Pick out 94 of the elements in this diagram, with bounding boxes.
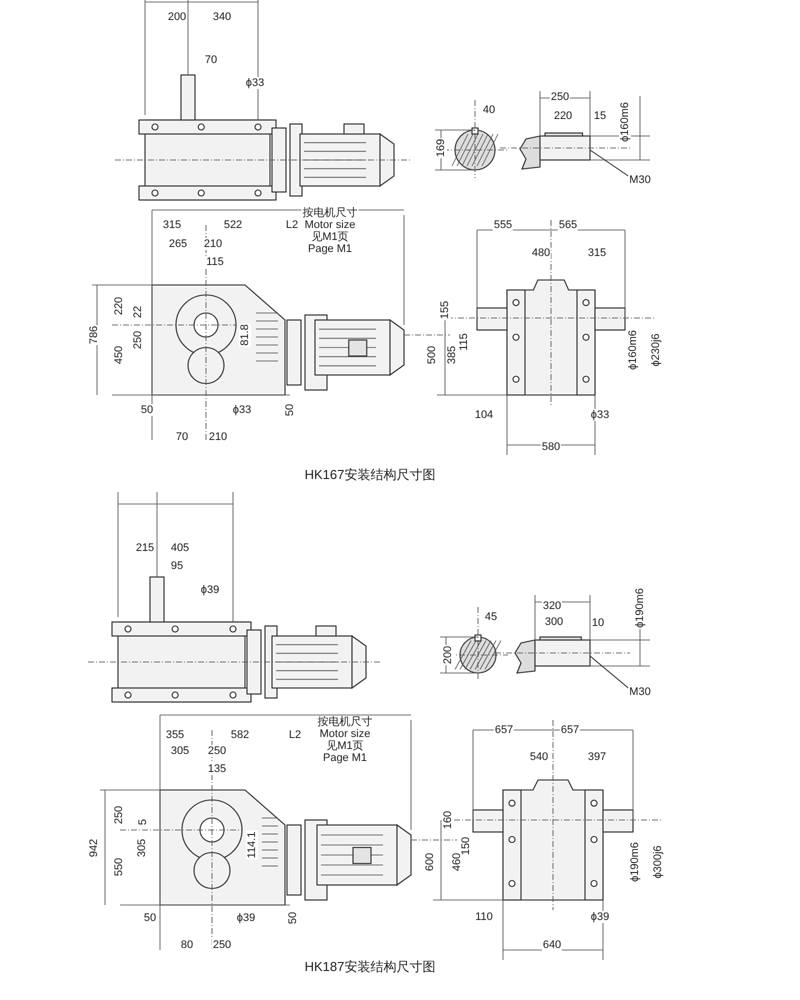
- motor-size-note: 见M1页: [310, 231, 350, 243]
- dimension-label: 555: [492, 219, 514, 231]
- dimension-label: 657: [494, 724, 514, 736]
- dimension-label: 80: [180, 939, 194, 951]
- dimension-label: 340: [212, 11, 232, 23]
- dimension-label: L2: [284, 219, 300, 231]
- dimension-label: 580: [540, 441, 562, 453]
- dimension-label: 315: [162, 219, 182, 231]
- dimension-label: 210: [208, 431, 228, 443]
- dimension-label: 305: [136, 838, 148, 858]
- dimension-label: 582: [230, 729, 250, 741]
- motor-size-note: Motor size: [304, 219, 356, 231]
- drawing-caption: HK187安装结构尺寸图: [304, 961, 436, 973]
- dimension-label: 385: [446, 344, 458, 366]
- dimension-label: 250: [132, 330, 144, 350]
- callout-label: M30: [628, 174, 652, 186]
- drawing-caption: HK167安装结构尺寸图: [304, 469, 436, 481]
- dimension-label: 115: [458, 332, 470, 352]
- dimension-label: 250: [550, 91, 570, 103]
- dimension-label: 114.1: [246, 830, 258, 860]
- dimension-label: 480: [530, 247, 552, 259]
- dimension-label: ϕ300j6: [652, 844, 664, 880]
- dimension-label: ϕ39: [236, 912, 256, 924]
- dimension-label: 320: [542, 600, 562, 612]
- dimension-label: 657: [560, 724, 580, 736]
- dimension-label: 15: [592, 110, 608, 122]
- motor-size-note: Motor size: [318, 728, 372, 740]
- dimension-label: 250: [212, 939, 232, 951]
- dimension-label: 355: [164, 729, 186, 741]
- dimension-label: 135: [206, 763, 228, 775]
- dimension-label: 70: [204, 54, 218, 66]
- dimension-label: 550: [113, 856, 125, 878]
- dimension-label: 95: [170, 560, 184, 572]
- dimension-label: 220: [113, 296, 125, 316]
- dimension-label: 640: [542, 939, 562, 951]
- dimension-label: 215: [134, 542, 156, 554]
- dimension-label: 220: [552, 110, 574, 122]
- motor-size-note: 按电机尺寸: [302, 207, 358, 219]
- dimension-label: 50: [140, 404, 154, 416]
- dimension-label: 5: [137, 818, 149, 826]
- dimension-label: 315: [586, 247, 608, 259]
- dimension-label: 305: [170, 745, 190, 757]
- dimension-label: 155: [439, 300, 451, 320]
- dimension-label: 210: [202, 238, 224, 250]
- dimension-label: ϕ33: [590, 409, 610, 421]
- dimension-label: 460: [451, 852, 463, 872]
- dimension-label: ϕ230j6: [650, 332, 662, 368]
- dimension-label: 81.8: [239, 323, 251, 347]
- motor-size-note: 见M1页: [325, 740, 365, 752]
- dimension-label: ϕ190m6: [629, 841, 641, 883]
- dimension-label: 200: [442, 644, 454, 666]
- dimension-label: 22: [132, 304, 144, 320]
- dimension-label: ϕ160m6: [627, 329, 639, 371]
- leader-line: [590, 656, 629, 688]
- dimension-label: 500: [426, 344, 438, 366]
- dimension-label: ϕ160m6: [619, 101, 631, 143]
- dimension-label: 540: [528, 751, 550, 763]
- dimension-label: 150: [460, 836, 472, 856]
- callout-label: M30: [628, 686, 652, 698]
- dimension-label: 942: [88, 838, 100, 858]
- dimension-label: 300: [544, 616, 564, 628]
- dimension-label: 250: [206, 745, 228, 757]
- dimension-label: 200: [166, 11, 188, 23]
- dimension-label: ϕ39: [200, 584, 220, 596]
- dimension-label: 405: [170, 542, 190, 554]
- dimension-label: ϕ33: [244, 77, 266, 89]
- dimension-label: 104: [474, 409, 494, 421]
- motor-size-note: Page M1: [306, 243, 354, 255]
- dimension-label: 50: [142, 912, 158, 924]
- dimension-label: 110: [474, 911, 494, 923]
- dimension-label: 397: [586, 751, 608, 763]
- leader-line: [590, 150, 629, 176]
- motor-size-note: Page M1: [322, 752, 368, 764]
- dimension-label: 786: [88, 324, 100, 346]
- dimension-label: 169: [435, 138, 447, 158]
- dimension-label: 250: [113, 804, 125, 826]
- dimension-label: ϕ33: [232, 404, 252, 416]
- dimension-label: L2: [288, 729, 302, 741]
- dimension-label: 565: [558, 219, 578, 231]
- dimension-label: 10: [590, 617, 606, 629]
- dimension-label: 265: [168, 238, 188, 250]
- dimension-label: ϕ190m6: [634, 587, 646, 629]
- dimension-label: 50: [287, 910, 299, 926]
- dimension-label: 70: [174, 431, 190, 443]
- dimension-label: 160: [442, 810, 454, 830]
- dimension-label: 115: [205, 256, 225, 268]
- dimension-label: 522: [222, 219, 244, 231]
- dimension-label: ϕ39: [590, 911, 610, 923]
- dimension-label: 450: [113, 344, 125, 366]
- dimension-label: 45: [484, 611, 498, 623]
- motor-size-note: 按电机尺寸: [316, 716, 374, 728]
- dimension-label: 600: [424, 852, 436, 872]
- dimension-label: 50: [284, 402, 296, 418]
- dimension-label: 40: [482, 104, 496, 116]
